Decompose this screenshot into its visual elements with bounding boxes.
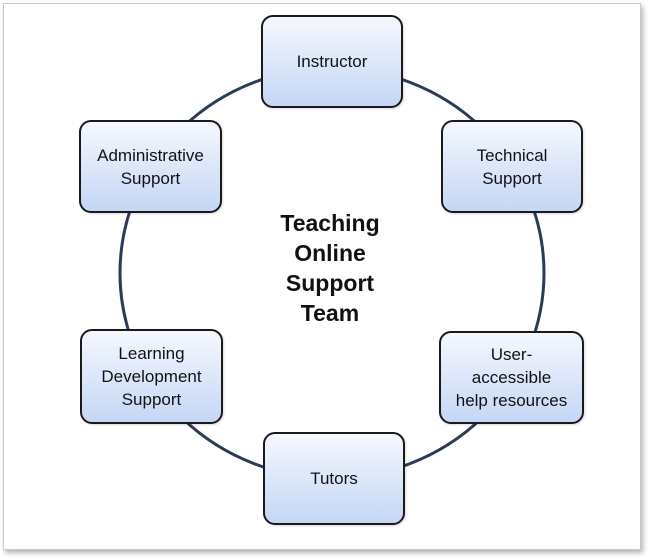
node-instructor: Instructor: [261, 15, 403, 108]
node-learning-development-support: Learning Development Support: [80, 329, 223, 424]
center-title: Teaching Online Support Team: [280, 210, 380, 326]
node-tutors: Tutors: [263, 432, 405, 525]
node-technical-support: Technical Support: [441, 120, 583, 213]
node-administrative-support: Administrative Support: [79, 120, 222, 213]
node-user-accessible-help-resources: User- accessible help resources: [439, 331, 584, 424]
